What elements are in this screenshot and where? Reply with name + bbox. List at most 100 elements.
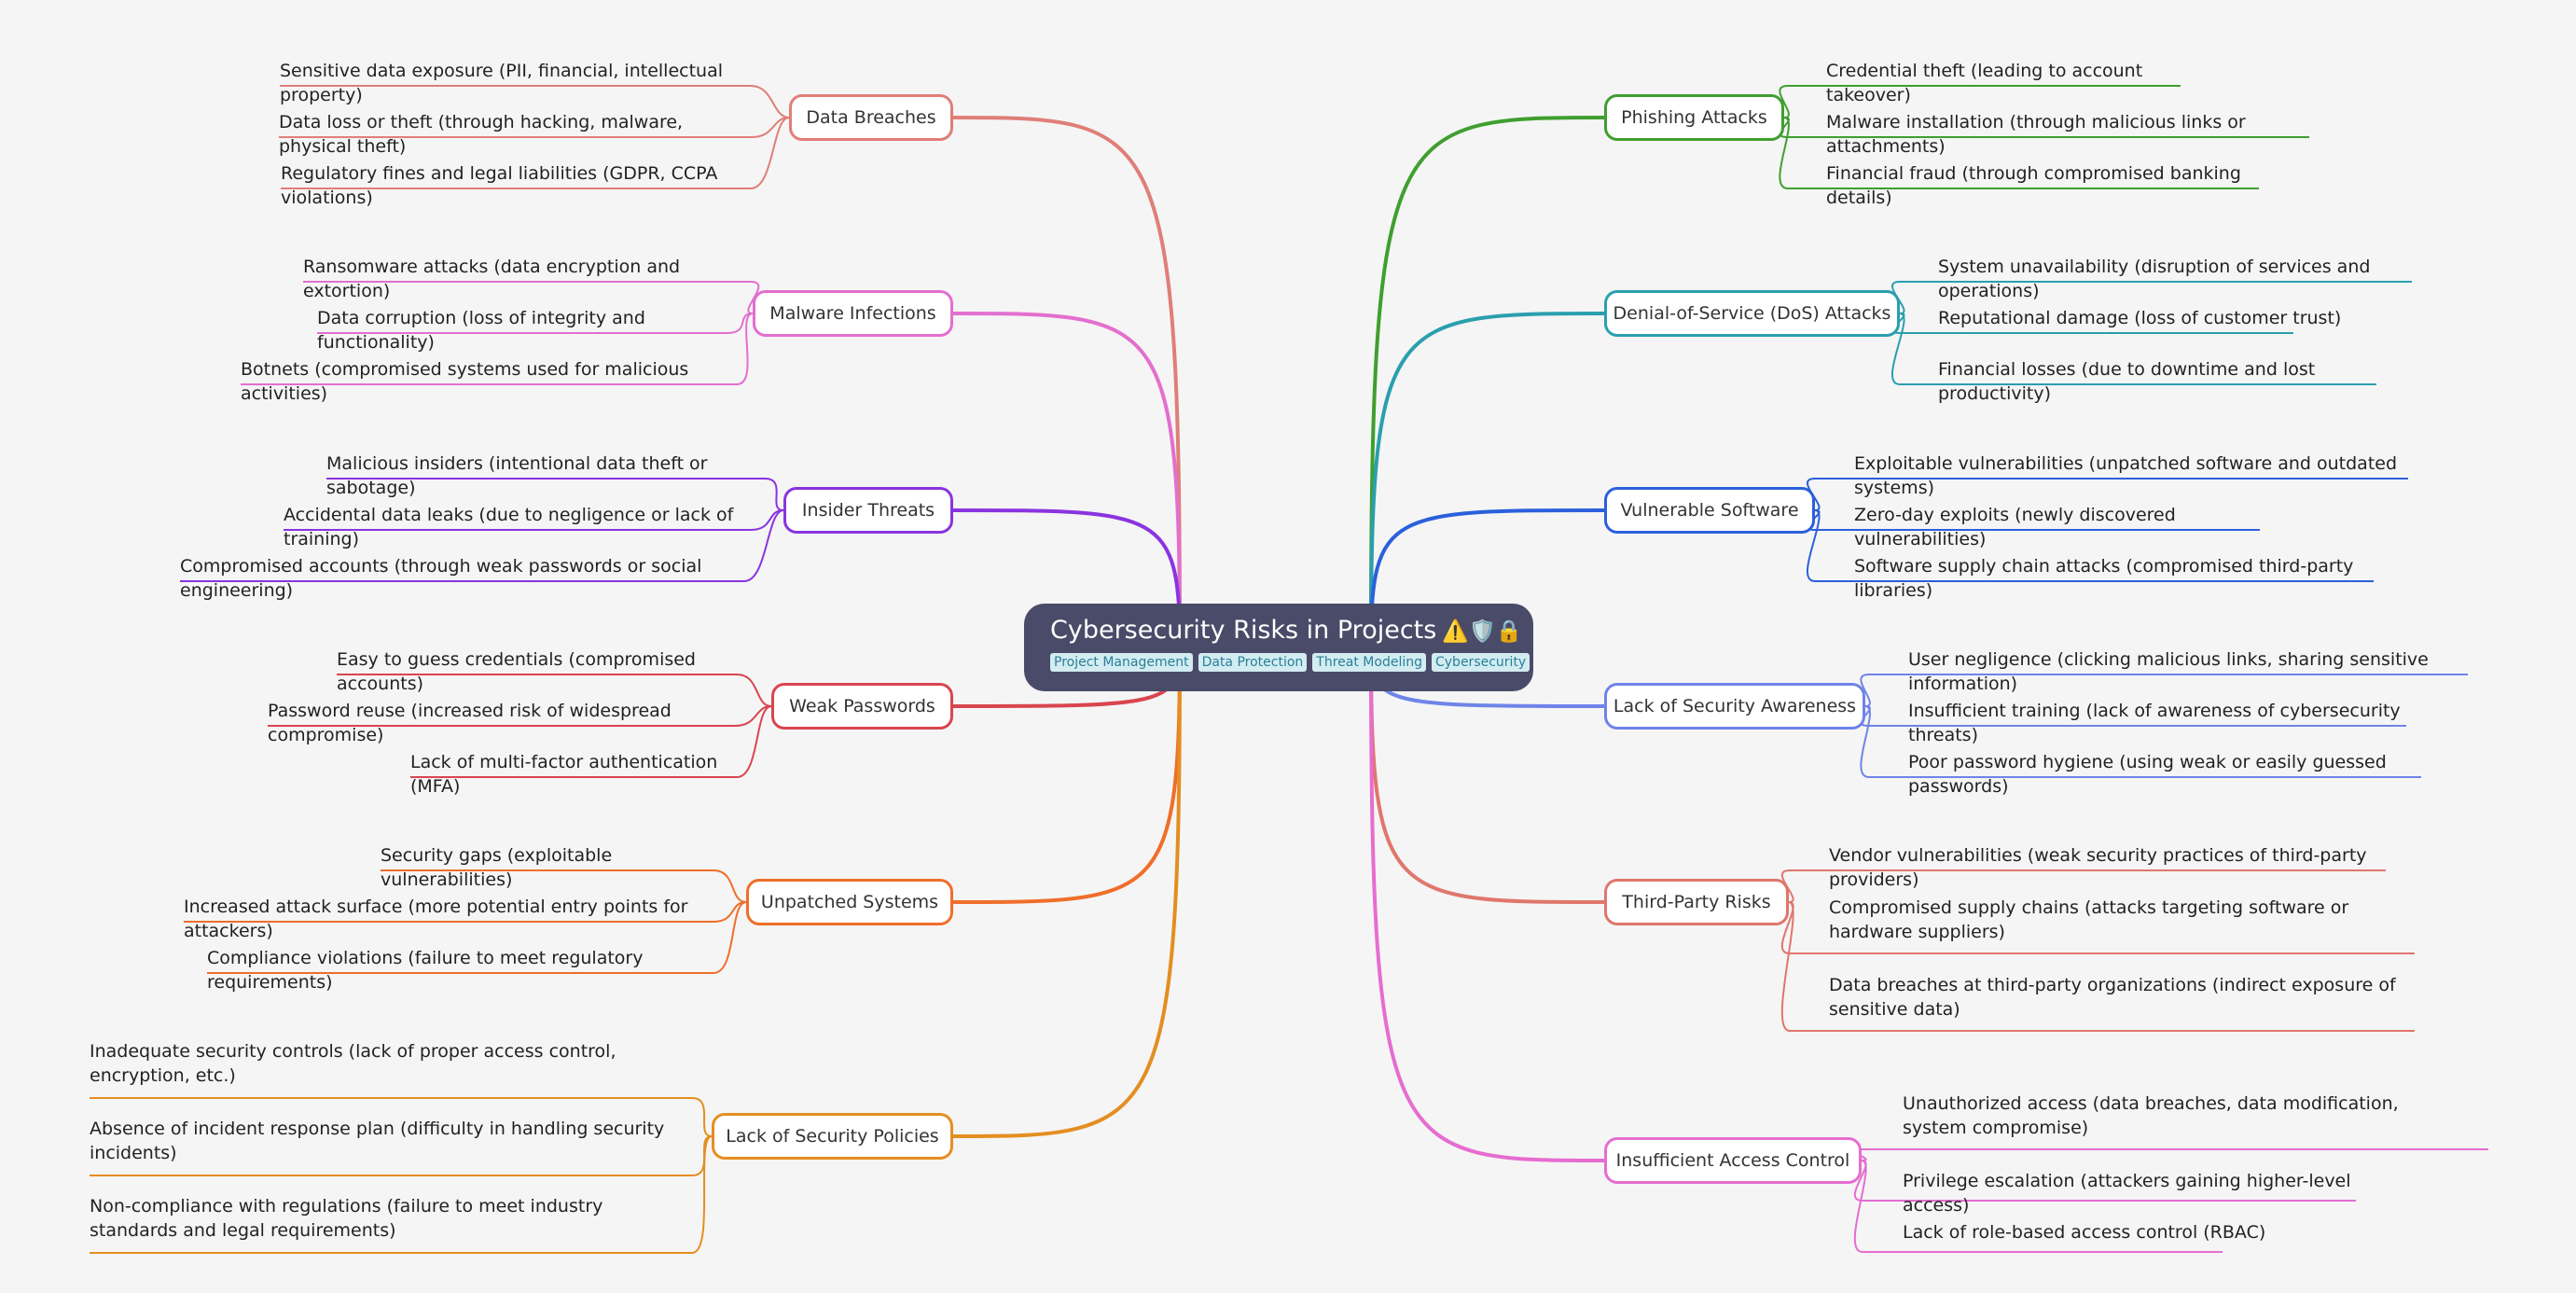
leaf-connector — [90, 1097, 713, 1137]
leaf-item[interactable]: Privilege escalation (attackers gaining … — [1903, 1171, 2351, 1216]
branch-weak-passwords[interactable]: Weak Passwords — [771, 683, 953, 730]
leaf-connector — [1890, 313, 2376, 385]
branch-connector-insufficient-access-control — [1369, 646, 1605, 1162]
leaf-connector — [1779, 85, 2181, 118]
branch-connector-vulnerable-software — [1369, 508, 1605, 648]
leaf-connector — [1860, 705, 2421, 778]
branch-connector-malware-infections — [952, 312, 1182, 648]
leaf-item[interactable]: Financial fraud (through compromised ban… — [1826, 163, 2241, 208]
leaf-item[interactable]: Financial losses (due to downtime and lo… — [1938, 359, 2316, 404]
leaf-connector — [337, 674, 772, 707]
leaf-connector — [184, 901, 747, 923]
tag-threat-modeling[interactable]: Threat Modeling — [1312, 653, 1426, 672]
leaf-connector — [1860, 674, 2468, 707]
leaf-connector — [1854, 1148, 2488, 1161]
leaf-item[interactable]: Botnets (compromised systems used for ma… — [241, 359, 689, 404]
branch-label: Lack of Security Awareness — [1613, 696, 1857, 716]
leaf-item[interactable]: Compromised supply chains (attacks targe… — [1829, 897, 2349, 942]
leaf-item[interactable]: Data loss or theft (through hacking, mal… — [279, 112, 684, 157]
root-title: Cybersecurity Risks in Projects — [1050, 616, 1437, 645]
leaf-item[interactable]: Data corruption (loss of integrity and f… — [317, 308, 645, 353]
leaf-item[interactable]: Exploitable vulnerabilities (unpatched s… — [1854, 453, 2398, 498]
leaf-connector — [90, 1135, 713, 1254]
branch-label: Lack of Security Policies — [726, 1126, 939, 1147]
leaf-item[interactable]: Ransomware attacks (data encryption and … — [303, 257, 681, 301]
leaf-item[interactable]: Increased attack surface (more potential… — [184, 897, 688, 941]
leaf-connector — [281, 117, 790, 189]
leaf-connector — [1779, 117, 2259, 189]
tag-cybersecurity[interactable]: Cybersecurity — [1432, 653, 1530, 672]
leaf-connector — [1806, 509, 2374, 582]
branch-label: Third-Party Risks — [1622, 892, 1771, 912]
leaf-connector — [280, 85, 790, 118]
branch-insufficient-access-control[interactable]: Insufficient Access Control — [1604, 1137, 1862, 1184]
branch-label: Malware Infections — [769, 303, 936, 324]
leaf-item[interactable]: Malware installation (through malicious … — [1826, 112, 2246, 157]
warning-shield-lock-icons: ⚠️🛡️🔒 — [1442, 619, 1523, 644]
leaf-item[interactable]: Software supply chain attacks (compromis… — [1854, 556, 2354, 601]
leaf-item[interactable]: Sensitive data exposure (PII, financial,… — [280, 61, 723, 105]
branch-connector-phishing-attacks — [1369, 116, 1605, 648]
leaf-connector — [180, 509, 784, 582]
leaf-item[interactable]: Absence of incident response plan (diffi… — [90, 1119, 665, 1163]
branch-lack-of-security-policies[interactable]: Lack of Security Policies — [712, 1113, 953, 1160]
leaf-connector — [279, 117, 790, 138]
leaf-item[interactable]: Compliance violations (failure to meet r… — [207, 948, 644, 993]
leaf-item[interactable]: Zero-day exploits (newly discovered vuln… — [1854, 505, 2176, 549]
root-node[interactable]: Cybersecurity Risks in Projects⚠️🛡️🔒 Pro… — [1024, 604, 1533, 691]
branch-vulnerable-software[interactable]: Vulnerable Software — [1604, 487, 1815, 534]
leaf-item[interactable]: Regulatory fines and legal liabilities (… — [281, 163, 718, 208]
branch-connector-denial-of-service-dos-attacks — [1369, 312, 1605, 648]
branch-label: Phishing Attacks — [1621, 107, 1767, 128]
leaf-item[interactable]: Poor password hygiene (using weak or eas… — [1908, 752, 2387, 797]
leaf-connector — [381, 869, 747, 903]
leaf-item[interactable]: Inadequate security controls (lack of pr… — [90, 1041, 616, 1086]
leaf-item[interactable]: Insufficient training (lack of awareness… — [1908, 701, 2401, 745]
branch-label: Weak Passwords — [789, 696, 935, 716]
branch-lack-of-security-awareness[interactable]: Lack of Security Awareness — [1604, 683, 1865, 730]
leaf-item[interactable]: Malicious insiders (intentional data the… — [326, 453, 708, 498]
branch-label: Insufficient Access Control — [1615, 1150, 1850, 1171]
leaf-item[interactable]: Easy to guess credentials (compromised a… — [337, 649, 696, 694]
leaf-item[interactable]: Data breaches at third-party organizatio… — [1829, 975, 2396, 1020]
branch-label: Insider Threats — [801, 500, 935, 521]
branch-label: Unpatched Systems — [760, 892, 939, 912]
branch-connector-data-breaches — [952, 116, 1182, 648]
leaf-connector — [284, 509, 784, 531]
branch-label: Denial-of-Service (DoS) Attacks — [1613, 303, 1891, 324]
leaf-connector — [207, 901, 747, 974]
branch-malware-infections[interactable]: Malware Infections — [753, 290, 953, 337]
branch-insider-threats[interactable]: Insider Threats — [783, 487, 953, 534]
leaf-connector — [1780, 901, 2415, 1032]
leaf-item[interactable]: Accidental data leaks (due to negligence… — [284, 505, 734, 549]
branch-label: Vulnerable Software — [1620, 500, 1799, 521]
branch-unpatched-systems[interactable]: Unpatched Systems — [746, 879, 953, 925]
leaf-item[interactable]: Password reuse (increased risk of widesp… — [268, 701, 672, 745]
leaf-connector — [317, 313, 754, 334]
leaf-item[interactable]: Credential theft (leading to account tak… — [1826, 61, 2143, 105]
leaf-item[interactable]: Lack of multi-factor authentication (MFA… — [410, 752, 718, 797]
branch-phishing-attacks[interactable]: Phishing Attacks — [1604, 94, 1784, 141]
leaf-item[interactable]: Security gaps (exploitable vulnerabiliti… — [381, 845, 613, 890]
leaf-item[interactable]: Reputational damage (loss of customer tr… — [1938, 308, 2342, 328]
branch-third-party-risks[interactable]: Third-Party Risks — [1604, 879, 1789, 925]
leaf-item[interactable]: Non-compliance with regulations (failure… — [90, 1196, 603, 1241]
tag-project-management[interactable]: Project Management — [1050, 653, 1193, 672]
leaf-item[interactable]: Unauthorized access (data breaches, data… — [1903, 1093, 2399, 1138]
leaf-item[interactable]: Lack of role-based access control (RBAC) — [1903, 1222, 2266, 1243]
leaf-item[interactable]: User negligence (clicking malicious link… — [1908, 649, 2429, 694]
branch-connector-insider-threats — [952, 508, 1182, 648]
branch-connector-lack-of-security-policies — [952, 646, 1182, 1138]
leaf-connector — [1853, 1160, 2223, 1253]
tag-data-protection[interactable]: Data Protection — [1198, 653, 1308, 672]
leaf-item[interactable]: Vendor vulnerabilities (weak security pr… — [1829, 845, 2367, 890]
leaf-item[interactable]: Compromised accounts (through weak passw… — [180, 556, 702, 601]
branch-denial-of-service-dos-attacks[interactable]: Denial-of-Service (DoS) Attacks — [1604, 290, 1900, 337]
branch-data-breaches[interactable]: Data Breaches — [789, 94, 953, 141]
leaf-connector — [326, 478, 784, 511]
leaf-connector — [268, 705, 772, 727]
leaf-connector — [410, 705, 772, 778]
leaf-item[interactable]: System unavailability (disruption of ser… — [1938, 257, 2371, 301]
